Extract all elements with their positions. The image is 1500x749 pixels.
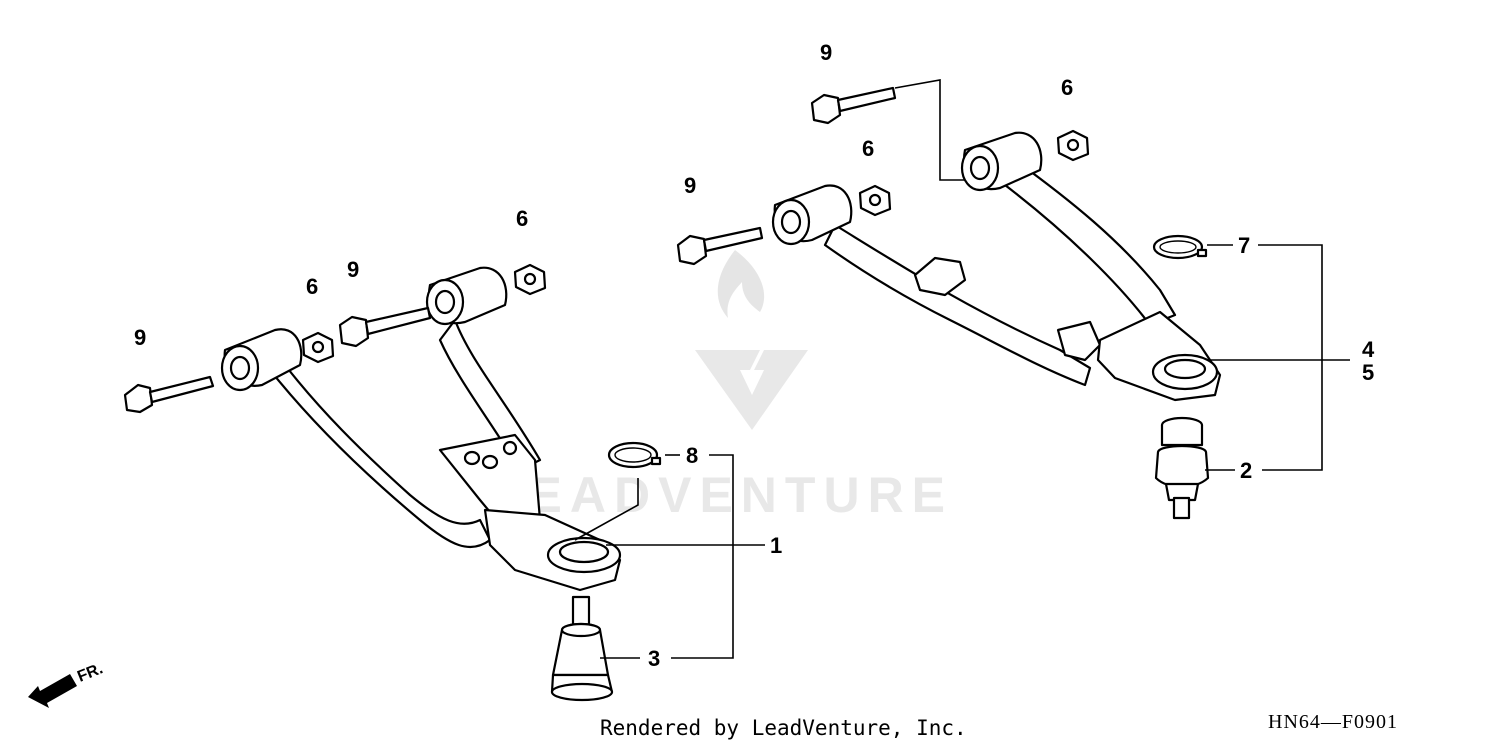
upper-rear-bolt (810, 86, 897, 125)
lower-rear-bushing (425, 266, 508, 326)
callout-9-lower-front: 9 (134, 325, 146, 350)
callout-6-lower-front: 6 (306, 274, 318, 299)
callout-9-upper-front: 9 (684, 173, 696, 198)
upper-front-nut (858, 184, 892, 217)
footer-credit: Rendered by LeadVenture, Inc. (600, 716, 967, 740)
lower-front-bushing (220, 328, 303, 392)
lower-rear-bolt (338, 306, 432, 348)
callout-4: 4 (1362, 337, 1375, 362)
lower-arm-assembly (123, 263, 662, 702)
leader-lines (574, 79, 1350, 659)
callout-9-lower-rear: 9 (347, 257, 359, 282)
callout-5: 5 (1362, 360, 1374, 385)
upper-front-bushing (771, 184, 853, 246)
callout-3: 3 (648, 646, 660, 671)
callout-7: 7 (1238, 233, 1250, 258)
watermark-text: LEADVENTURE (490, 467, 953, 523)
lower-rear-nut (513, 263, 547, 296)
upper-arm-assembly (676, 86, 1222, 520)
upper-rear-bushing (960, 131, 1043, 192)
lower-circlip (607, 441, 662, 469)
callout-6-upper-front: 6 (862, 136, 874, 161)
callout-6-lower-rear: 6 (516, 206, 528, 231)
callout-1: 1 (770, 533, 782, 558)
callout-8: 8 (686, 443, 698, 468)
direction-label: FR. (75, 660, 105, 685)
callout-2: 2 (1240, 458, 1252, 483)
upper-front-bolt (676, 226, 764, 266)
leadventure-watermark: LEADVENTURE (490, 250, 953, 523)
upper-ball-joint (1154, 416, 1210, 520)
lower-front-nut (301, 331, 335, 364)
upper-circlip (1152, 234, 1208, 260)
drawing-code: HN64—F0901 (1268, 711, 1399, 733)
callout-9-upper-rear: 9 (820, 40, 832, 65)
callout-numbers: 1 2 3 4 5 6 6 6 6 7 8 9 9 9 9 (134, 40, 1375, 671)
front-direction-arrow: FR. (28, 660, 105, 708)
upper-rear-nut (1056, 129, 1090, 162)
lower-front-bolt (123, 375, 215, 414)
callout-6-upper-rear: 6 (1061, 75, 1073, 100)
lower-ball-joint (550, 595, 614, 702)
